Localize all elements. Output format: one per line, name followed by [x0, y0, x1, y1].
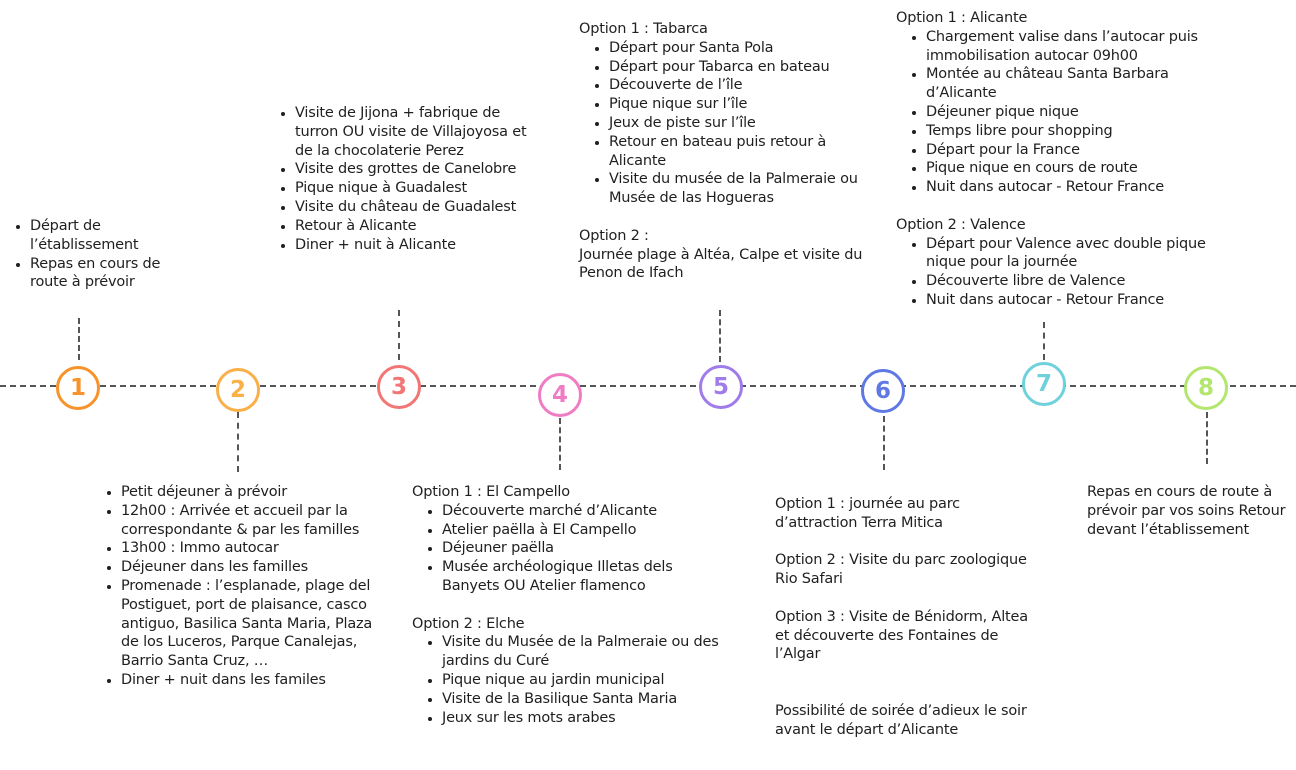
step-1-text: Départ de l’établissement Repas en cours…	[0, 217, 190, 292]
list-item: Chargement valise dans l’autocar puis im…	[926, 28, 1216, 66]
list-item: Départ pour Tabarca en bateau	[609, 58, 879, 77]
connector-4	[559, 418, 561, 470]
option-title: Option 1 : Tabarca	[579, 21, 708, 37]
connector-2	[237, 412, 239, 472]
step-marker-8: 8	[1184, 366, 1228, 410]
list-item: Montée au château Santa Barbara d’Alican…	[926, 65, 1216, 103]
list-item: Atelier paëlla à El Campello	[442, 521, 722, 540]
step-5-option-1-list: Départ pour Santa Pola Départ pour Tabar…	[579, 39, 879, 208]
list-item: Nuit dans autocar - Retour France	[926, 178, 1216, 197]
option-title: Option 1 : Alicante	[896, 10, 1028, 26]
list-item: Jeux sur les mots arabes	[442, 709, 722, 728]
step-marker-3: 3	[377, 365, 421, 409]
list-item: Visite des grottes de Canelobre	[295, 160, 540, 179]
list-item: Départ pour la France	[926, 141, 1216, 160]
option-title: Option 2 :	[579, 227, 649, 244]
list-item: Visite du musée de la Palmeraie ou Musée…	[609, 170, 879, 208]
connector-7	[1043, 322, 1045, 360]
step-6-text: Option 1 : journée au parc d’attraction …	[775, 495, 1035, 739]
connector-3	[398, 310, 400, 360]
list-item: Départ pour Santa Pola	[609, 39, 879, 58]
list-item: Retour en bateau puis retour à Alicante	[609, 133, 879, 171]
list-item: Temps libre pour shopping	[926, 122, 1216, 141]
list-item: Visite du Musée de la Palmeraie ou des j…	[442, 633, 722, 671]
step-number-7: 7	[1035, 371, 1052, 397]
list-item: Retour à Alicante	[295, 217, 540, 236]
step-number-2: 2	[229, 377, 246, 403]
connector-8	[1206, 412, 1208, 464]
list-item: 13h00 : Immo autocar	[121, 539, 391, 558]
list-item: Pique nique à Guadalest	[295, 179, 540, 198]
list-item: Pique nique en cours de route	[926, 159, 1216, 178]
list-item: Départ pour Valence avec double pique ni…	[926, 235, 1216, 273]
note-text: Possibilité de soirée d’adieux le soir a…	[775, 702, 1027, 738]
option-text: Option 1 : journée au parc d’attraction …	[775, 496, 960, 531]
option-title: Option 2 : Valence	[896, 216, 1026, 233]
step-7-text: Option 1 : Alicante Chargement valise da…	[896, 9, 1216, 310]
step-4-option-2-list: Visite du Musée de la Palmeraie ou des j…	[412, 633, 722, 727]
option-title: Option 2 : Elche	[412, 615, 525, 632]
step-number-8: 8	[1197, 375, 1214, 401]
step-2-text: Petit déjeuner à prévoir 12h00 : Arrivée…	[91, 483, 391, 690]
list-item: Découverte de l’île	[609, 76, 879, 95]
list-item: 12h00 : Arrivée et accueil par la corres…	[121, 502, 391, 540]
connector-6	[883, 416, 885, 470]
step-4-text: Option 1 : El Campello Découverte marché…	[412, 483, 722, 727]
step-3-list: Visite de Jijona + fabrique de turron OU…	[265, 104, 540, 254]
step-number-3: 3	[390, 374, 407, 400]
step-number-6: 6	[874, 378, 891, 404]
step-marker-5: 5	[699, 365, 743, 409]
list-item: Pique nique au jardin municipal	[442, 671, 722, 690]
list-item: Repas en cours de route à prévoir	[30, 255, 190, 293]
connector-5	[719, 310, 721, 362]
step-8-text: Repas en cours de route à prévoir par vo…	[1087, 483, 1287, 539]
list-item: Déjeuner dans les familles	[121, 558, 391, 577]
list-item: Déjeuner paëlla	[442, 539, 722, 558]
step-marker-7: 7	[1022, 362, 1066, 406]
list-item: Départ de l’établissement	[30, 217, 190, 255]
connector-1	[78, 318, 80, 360]
list-item: Promenade : l’esplanade, plage del Posti…	[121, 577, 391, 671]
list-item: Déjeuner pique nique	[926, 103, 1216, 122]
step-7-option-1-list: Chargement valise dans l’autocar puis im…	[896, 28, 1216, 197]
list-item: Jeux de piste sur l’île	[609, 114, 879, 133]
list-item: Visite de Jijona + fabrique de turron OU…	[295, 104, 540, 160]
step-8-paragraph: Repas en cours de route à prévoir par vo…	[1087, 484, 1286, 538]
list-item: Visite de la Basilique Santa Maria	[442, 690, 722, 709]
list-item: Pique nique sur l’île	[609, 95, 879, 114]
step-5-text: Option 1 : Tabarca Départ pour Santa Pol…	[579, 20, 879, 283]
list-item: Découverte marché d’Alicante	[442, 502, 722, 521]
step-2-list: Petit déjeuner à prévoir 12h00 : Arrivée…	[91, 483, 391, 690]
step-number-4: 4	[551, 382, 568, 408]
option-text: Option 2 : Visite du parc zoologique Rio…	[775, 552, 1027, 588]
step-number-5: 5	[712, 374, 729, 400]
list-item: Nuit dans autocar - Retour France	[926, 291, 1216, 310]
list-item: Petit déjeuner à prévoir	[121, 483, 391, 502]
step-number-1: 1	[69, 375, 86, 401]
option-title: Option 1 : El Campello	[412, 484, 570, 500]
step-1-list: Départ de l’établissement Repas en cours…	[0, 217, 190, 292]
step-marker-6: 6	[861, 369, 905, 413]
step-3-text: Visite de Jijona + fabrique de turron OU…	[265, 104, 540, 254]
step-marker-1: 1	[56, 366, 100, 410]
list-item: Découverte libre de Valence	[926, 272, 1216, 291]
step-marker-4: 4	[538, 373, 582, 417]
option-text: Option 3 : Visite de Bénidorm, Altea et …	[775, 608, 1028, 663]
option-text: Journée plage à Altéa, Calpe et visite d…	[579, 246, 863, 282]
step-4-option-1-list: Découverte marché d’Alicante Atelier paë…	[412, 502, 722, 596]
list-item: Diner + nuit dans les familes	[121, 671, 391, 690]
list-item: Diner + nuit à Alicante	[295, 236, 540, 255]
list-item: Musée archéologique Illetas dels Banyets…	[442, 558, 722, 596]
list-item: Visite du château de Guadalest	[295, 198, 540, 217]
timeline-axis	[0, 385, 1296, 387]
step-7-option-2-list: Départ pour Valence avec double pique ni…	[896, 235, 1216, 310]
step-marker-2: 2	[216, 368, 260, 412]
